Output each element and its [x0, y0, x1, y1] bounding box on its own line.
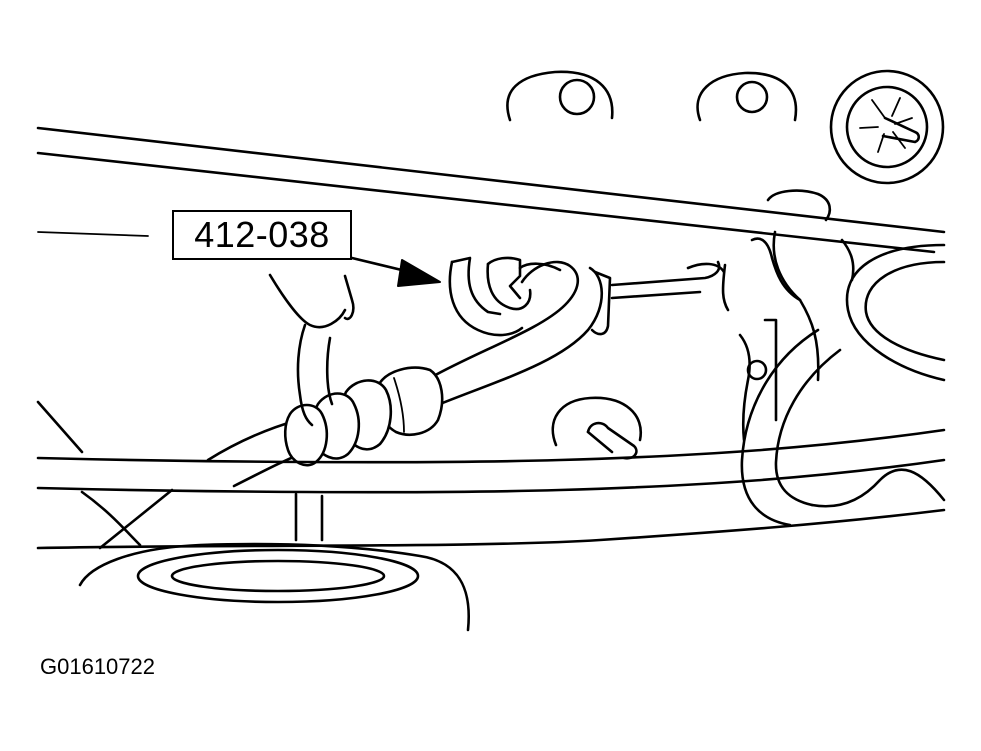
lower-pan [78, 492, 470, 632]
hose-fitting [448, 256, 562, 337]
center-boss [551, 396, 643, 460]
callout-arrow [350, 256, 441, 287]
left-bracket [268, 273, 355, 427]
callout-label: 412-038 [194, 214, 330, 255]
housing-edge [721, 263, 778, 442]
lower-frame-rails [36, 428, 946, 550]
upper-frame-member [36, 126, 946, 254]
left-edge-lines [36, 231, 174, 550]
right-bracket [750, 189, 855, 382]
upper-bosses [506, 69, 945, 185]
callout-label-box: 412-038 [172, 210, 352, 260]
right-hose-loop [740, 243, 946, 527]
hose-boot [283, 366, 444, 467]
fitting-bracket [590, 260, 726, 336]
figure-id: G01610722 [40, 654, 155, 679]
